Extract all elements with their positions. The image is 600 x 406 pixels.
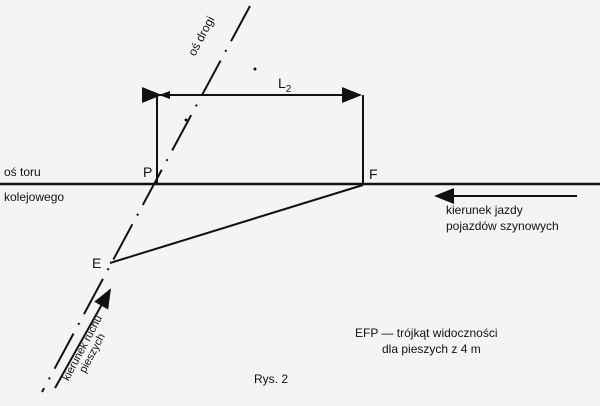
- train-direction-label-1: kierunek jazdy: [446, 203, 523, 217]
- legend-line-1: EFP — trójkąt widoczności: [355, 326, 498, 340]
- length-label: L2: [278, 76, 291, 95]
- train-direction-label-2: pojazdów szynowych: [446, 219, 559, 233]
- pedestrian-direction-arrow: [54, 288, 111, 389]
- point-p-label: P: [143, 164, 153, 180]
- track-axis-label-1: oś toru: [4, 165, 41, 179]
- point-f-label: F: [369, 166, 378, 182]
- track-axis-label-2: kolejowego: [4, 190, 65, 204]
- road-axis-line: [41, 5, 251, 393]
- visibility-line-ef: [109, 184, 364, 264]
- figure-caption: Rys. 2: [254, 372, 289, 386]
- point-e-label: E: [92, 255, 102, 271]
- length-symbol: L: [278, 75, 286, 91]
- legend-line-2: dla pieszych z 4 m: [382, 342, 481, 356]
- length-subscript: 2: [285, 83, 292, 95]
